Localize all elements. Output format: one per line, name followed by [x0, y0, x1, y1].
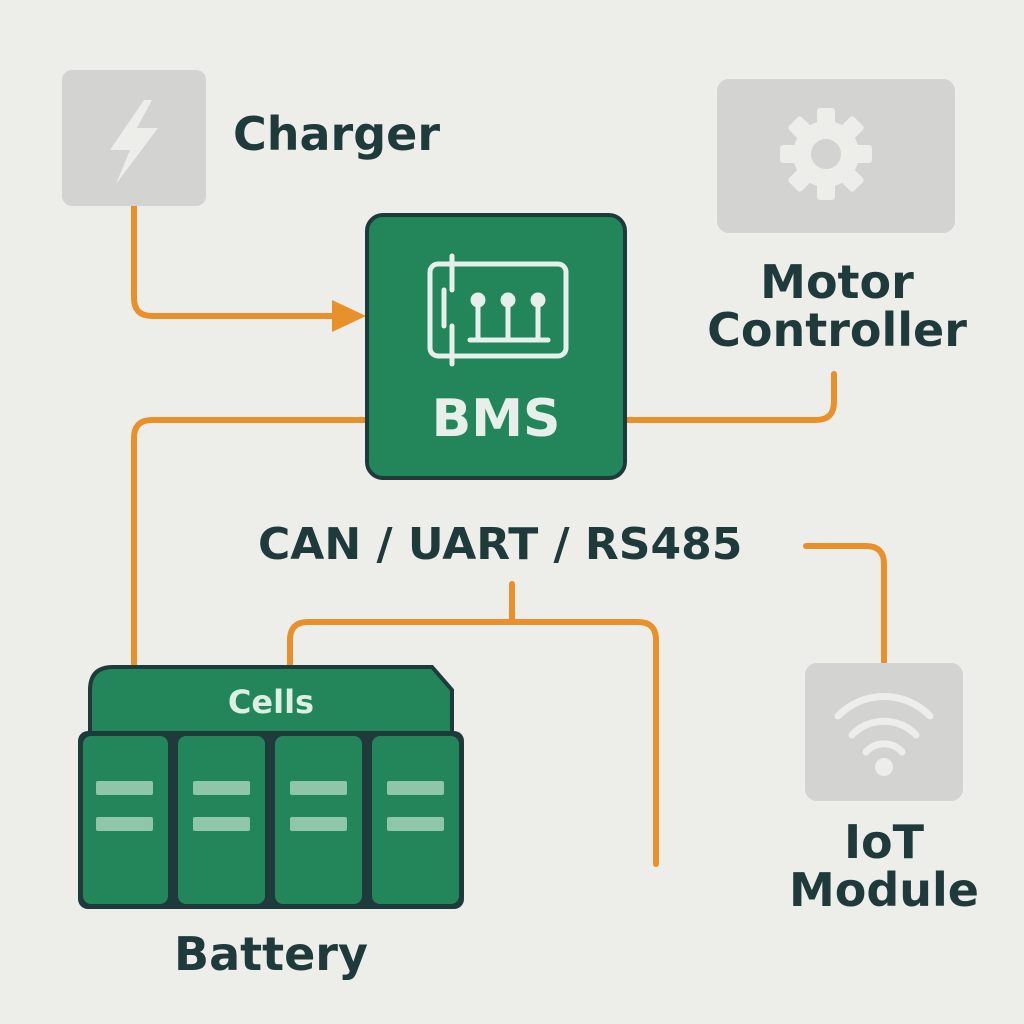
charger-label: Charger [233, 107, 441, 161]
cells-header [88, 665, 454, 736]
iot-module-box [805, 663, 963, 801]
bms-label: BMS [431, 389, 561, 449]
iot-module-node [805, 663, 963, 801]
bus-label: CAN / UART / RS485 [258, 519, 743, 570]
connector-bms-motor [623, 371, 837, 423]
bms-node [365, 213, 627, 480]
connector-bus-iot [803, 543, 887, 665]
wifi-dot [875, 758, 893, 776]
charger-node [62, 70, 206, 206]
lightning-icon [110, 100, 158, 184]
battery-label: Battery [174, 927, 368, 981]
circuit-board-icon [427, 253, 569, 367]
wifi-icon [834, 693, 934, 756]
motor-controller-label-line2: Controller [707, 303, 967, 358]
connector-lines [131, 203, 887, 867]
iot-module-label-line1: IoT [843, 815, 925, 869]
connector-bus-branch [287, 581, 659, 867]
battery-case [78, 731, 464, 909]
iot-module-label-line2: Module [788, 863, 980, 918]
connector-bms-battery [131, 417, 369, 667]
motor-controller-node [717, 79, 955, 233]
cells-label: Cells [227, 683, 315, 721]
cell-stripes [96, 781, 444, 831]
battery-pack-icon [78, 665, 464, 909]
motor-controller-label-line1: Motor [760, 255, 914, 309]
arrowhead-charger-bms [332, 300, 366, 332]
gear-icon [780, 108, 872, 200]
connector-charger-bms [131, 203, 341, 319]
iot-module-label: IoT Module [780, 818, 988, 915]
motor-controller-label: Motor Controller [700, 258, 974, 355]
